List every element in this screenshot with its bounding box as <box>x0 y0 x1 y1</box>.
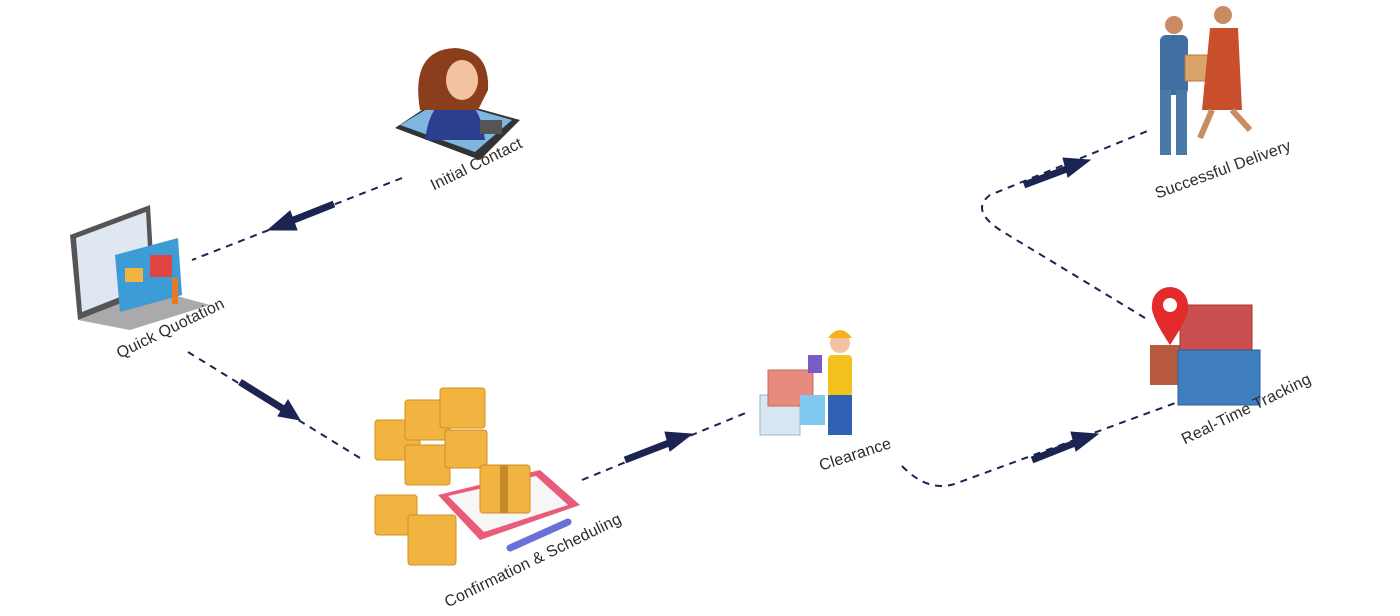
boxes-clipboard-icon <box>374 387 580 566</box>
delivery-handover-icon <box>1160 6 1253 155</box>
arrow-to-delivery <box>1022 157 1092 189</box>
arrow-to-clearance <box>623 431 694 464</box>
connector-confirmation-clearance <box>581 411 749 481</box>
containers-pin-icon <box>1150 287 1261 406</box>
laptop-quote-icon <box>70 205 210 330</box>
inspector-containers-icon <box>759 330 852 436</box>
arrow-to-tracking <box>1030 431 1100 464</box>
connector-contact-quotation <box>191 177 403 261</box>
arrow-to-confirmation <box>238 379 301 421</box>
support-agent-icon <box>395 48 520 160</box>
arrow-to-quotation <box>266 200 336 231</box>
connector-tracking-delivery <box>981 129 1151 319</box>
connector-clearance-tracking <box>901 401 1179 487</box>
